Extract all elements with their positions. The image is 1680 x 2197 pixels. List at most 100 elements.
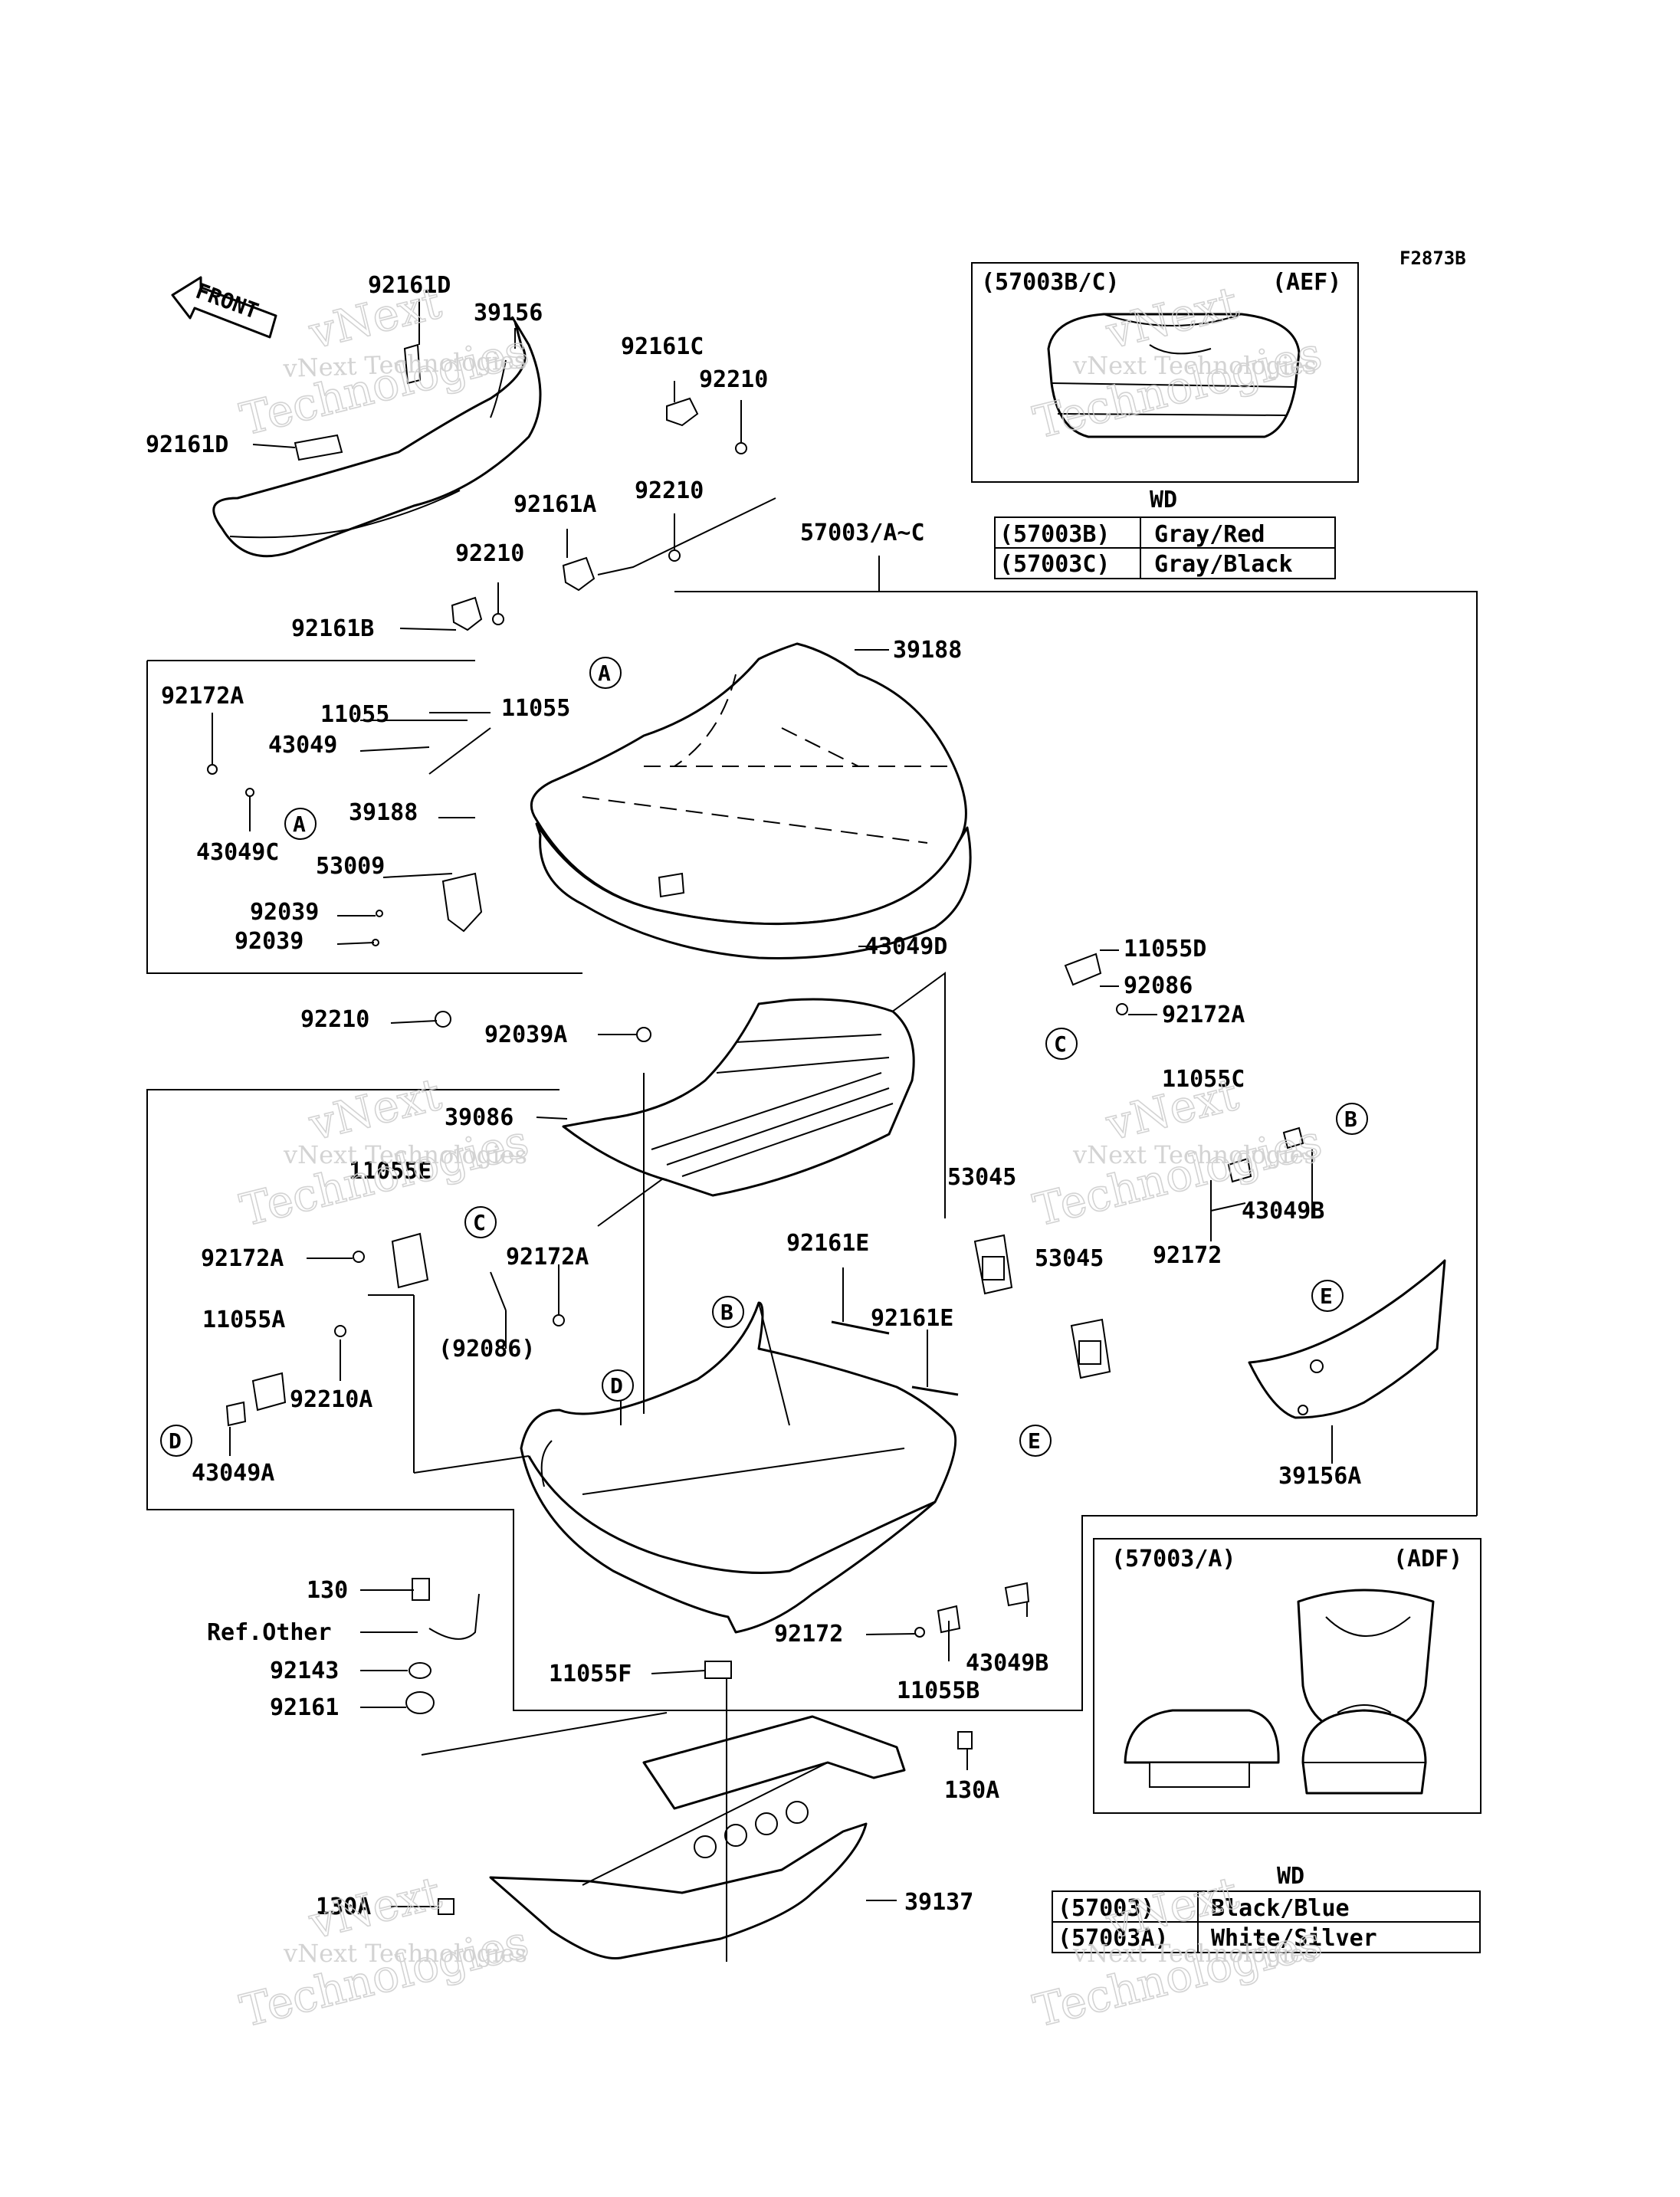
backrest-pad-icon [212,316,542,558]
fasteners-icon [207,764,1128,1679]
label-43049B-a: 43049B [1242,1198,1324,1225]
label-130A-b: 130A [316,1894,371,1920]
topcase-lid-icon [530,642,972,959]
watermark-text: vNext Technologies [1072,351,1317,380]
inset-aef-title: (57003B/C) [981,269,1120,296]
label-92161D-a: 92161D [368,272,451,299]
label-43049A: 43049A [192,1460,274,1487]
topcase-aef-icon [1047,313,1301,438]
ref-marker-E2: E [1028,1428,1041,1454]
front-arrow-icon: FRONT [171,276,277,339]
label-39137: 39137 [904,1889,973,1916]
label-53045-b: 53045 [1035,1245,1104,1272]
hinge-92161A-icon [562,549,681,592]
label-92172A-d: 92172A [506,1244,589,1271]
bracket-11055D-icon [1064,953,1102,986]
label-92161E-a: 92161E [786,1230,869,1257]
bracket-11055C-icon [1227,1126,1304,1183]
label-ref-other: Ref.Other [207,1619,332,1646]
label-92210A: 92210A [290,1386,372,1413]
latch-53045-a-icon [973,1234,1013,1295]
label-11055E: 11055E [349,1158,431,1185]
inner-tray-icon [562,998,915,1197]
inset-adf-row1-color: Black/Blue [1211,1895,1350,1922]
label-92161A: 92161A [514,491,596,518]
label-11055F: 11055F [549,1661,632,1687]
label-92143: 92143 [270,1658,339,1684]
label-43049D: 43049D [865,933,947,960]
lid-hinge-53009-icon [441,872,685,933]
ref-marker-E1: E [1320,1284,1333,1309]
damper-92161-icon [405,1691,435,1714]
inset-adf-row2-part: (57003A) [1058,1925,1169,1952]
inset-adf-title: (57003/A) [1111,1546,1236,1572]
topcase-adf-front-icon [1297,1589,1435,1737]
topcase-adf-side-icon [1124,1709,1280,1788]
watermark-text: vNext Technologies [283,1140,527,1169]
inset-adf: (57003/A) (ADF) WD (57003) Black/Blue (5… [1052,1538,1481,1953]
bolt-130-icon [412,1578,480,1640]
inset-adf-row1-part: (57003) [1058,1895,1154,1922]
label-130: 130 [307,1577,348,1604]
label-11055D: 11055D [1124,936,1206,962]
carrier-39137-icon [489,1715,906,1960]
topcase-body-icon [520,1301,957,1634]
label-92039-a: 92039 [250,899,319,926]
hinge-92161C-icon [666,397,747,454]
label-92161C: 92161C [621,333,704,360]
watermark-text: vNext [304,1867,446,1949]
ref-marker-B2: B [720,1300,733,1325]
ref-markers [160,657,1368,1457]
label-43049: 43049 [268,732,337,759]
figure-code: F2873B [1399,248,1466,269]
ref-marker-labels: A A B B C C D D E E [169,661,1357,1454]
ref-marker-D1: D [610,1373,623,1399]
inset-adf-code: (ADF) [1393,1546,1462,1572]
bracket-11055E-icon [391,1232,429,1289]
inset-aef: (57003B/C) (AEF) WD (57003B) Gray/Red (5… [971,262,1359,579]
label-92161B: 92161B [291,615,374,642]
label-92161: 92161 [270,1694,339,1721]
label-43049B-b: 43049B [966,1650,1048,1677]
inset-adf-row2-color: White/Silver [1211,1925,1377,1952]
label-92172A-c: 92172A [201,1245,284,1272]
label-92161E-b: 92161E [871,1305,953,1332]
label-39086: 39086 [445,1104,514,1131]
ref-marker-B1: B [1344,1107,1357,1132]
hinge-92161B-icon [451,596,504,631]
label-11055B: 11055B [897,1677,979,1704]
watermark-text: vNext Technologies [283,1939,527,1968]
label-92161D-b: 92161D [146,431,228,458]
inset-aef-table-title: WD [1150,487,1177,513]
ref-marker-D2: D [169,1428,182,1454]
label-11055-a: 11055 [320,701,389,728]
inset-adf-table-title: WD [1277,1863,1304,1890]
bolt-130A-b-icon [438,1898,454,1915]
label-39188-b: 39188 [349,799,418,826]
label-92210-d: 92210 [300,1006,369,1033]
bolt-130A-a-icon [957,1731,973,1749]
label-92172-a: 92172 [1153,1242,1222,1269]
label-39156A: 39156A [1278,1463,1361,1490]
topcase-adf-rear-icon [1301,1709,1427,1795]
label-92172-b: 92172 [774,1621,843,1648]
label-11055A: 11055A [202,1307,285,1333]
ref-marker-A2: A [293,812,306,837]
label-53009: 53009 [316,853,385,880]
label-130A-a: 130A [944,1777,999,1804]
inset-aef-row2-color: Gray/Black [1154,551,1293,578]
label-92039A: 92039A [484,1021,567,1048]
watermark-text: vNext Technologies [1072,1140,1317,1169]
ref-marker-C2: C [473,1210,486,1235]
inset-aef-row2-part: (57003C) [999,551,1111,578]
label-92039-b: 92039 [235,928,304,955]
label-92086p: (92086) [438,1336,535,1362]
side-cover-39156A-icon [1248,1259,1446,1419]
watermark-text: Technologies [235,1916,533,2038]
label-92210-c: 92210 [455,540,524,567]
label-92172A-b: 92172A [1162,1002,1245,1028]
inset-aef-row1-part: (57003B) [999,521,1111,548]
inset-aef-row1-color: Gray/Red [1154,521,1265,548]
label-57003AC: 57003/A~C [800,520,925,546]
